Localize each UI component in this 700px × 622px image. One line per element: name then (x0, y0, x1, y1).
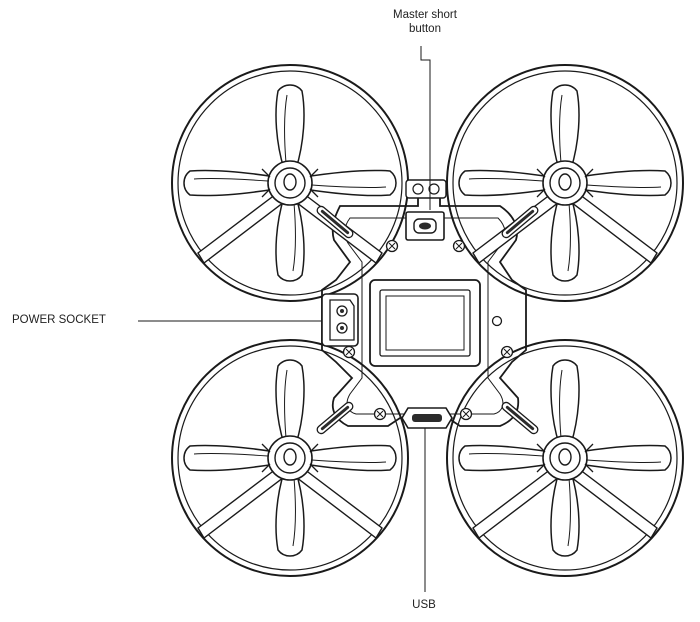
master-short-button-label-line1: Master short (393, 9, 457, 21)
status-led (491, 315, 503, 327)
usb-label: USB (412, 599, 436, 611)
power-socket (321, 293, 359, 347)
master-short-button-label: Master short button (360, 8, 490, 36)
master-short-button-label-line2: button (409, 23, 441, 35)
master-short-button (405, 179, 447, 241)
master-button-leader (420, 46, 431, 210)
power-socket-label: POWER SOCKET (12, 314, 106, 326)
callout-lines (138, 46, 431, 592)
center-module (369, 279, 481, 367)
usb-port (401, 407, 453, 429)
